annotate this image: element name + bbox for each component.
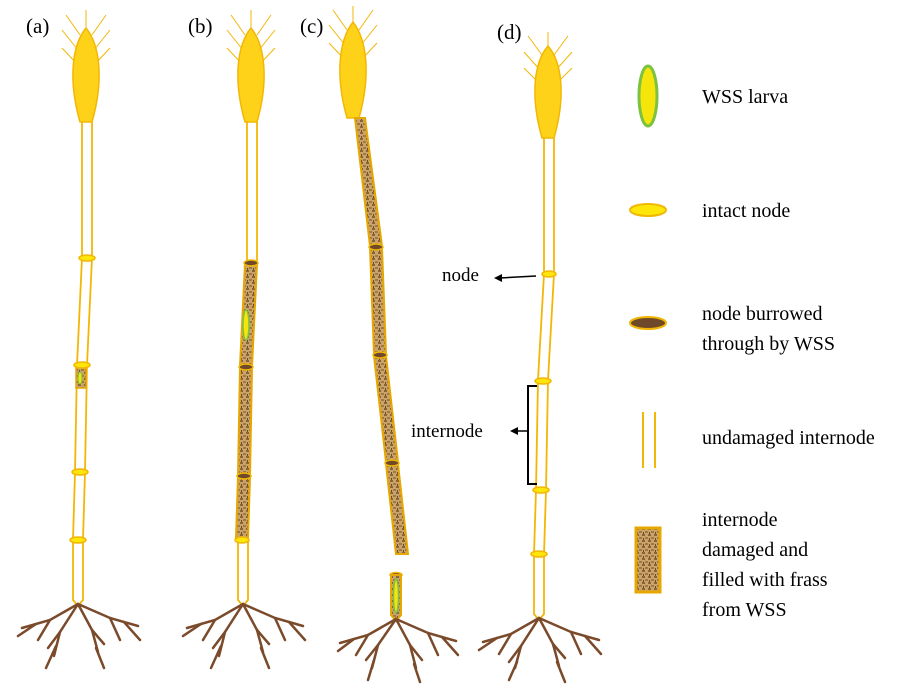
damaged-internodes-c xyxy=(355,118,408,554)
wss-larva-icon xyxy=(394,579,399,613)
wss-larva-icon xyxy=(243,310,249,340)
panel-label-a: (a) xyxy=(26,14,49,38)
roots-d xyxy=(479,618,601,682)
legend-label: WSS larva xyxy=(702,86,788,108)
panel-a: (a) xyxy=(18,10,140,668)
panel-label-d: (d) xyxy=(497,20,522,44)
internode-label: internode xyxy=(411,421,483,442)
panel-c: (c) xyxy=(300,6,458,682)
legend-label-line-1: internode xyxy=(702,509,778,531)
internode-annotation: internode xyxy=(411,386,537,484)
legend: WSS larva intact node node burrowed thro… xyxy=(630,66,875,621)
legend-item-intact-node: intact node xyxy=(630,200,790,222)
wheat-head-c xyxy=(329,6,377,118)
legend-label: intact node xyxy=(702,200,790,222)
legend-label-line-2: damaged and xyxy=(702,539,808,561)
panel-label-b: (b) xyxy=(188,14,213,38)
legend-item-undamaged-internode: undamaged internode xyxy=(643,412,875,468)
damaged-internode-icon xyxy=(636,528,660,592)
node-arrow-line xyxy=(500,276,536,278)
wss-larva-icon xyxy=(78,372,82,384)
wheat-head-d xyxy=(524,32,572,138)
burrowed-node-icon xyxy=(630,317,666,329)
legend-label-line-1: node burrowed xyxy=(702,303,823,325)
stem-stub-c xyxy=(391,575,401,621)
wheat-head-a xyxy=(62,10,110,122)
panel-b: (b) xyxy=(183,10,305,668)
legend-label-line-3: filled with frass xyxy=(702,569,828,591)
legend-label-line-4: from WSS xyxy=(702,599,787,621)
wheat-head-b xyxy=(227,10,275,122)
internode-arrowhead-icon xyxy=(510,427,518,435)
legend-item-wss-larva: WSS larva xyxy=(639,66,788,126)
roots-a xyxy=(18,604,140,668)
undamaged-internode-icon xyxy=(643,412,655,468)
panel-d: (d) xyxy=(411,20,601,682)
damaged-internodes-b xyxy=(236,264,257,538)
legend-item-damaged-internode: internode damaged and filled with frass … xyxy=(636,509,828,621)
intact-node-icon xyxy=(630,204,666,216)
node-annotation: node xyxy=(442,265,536,286)
legend-label-line-2: through by WSS xyxy=(702,333,835,355)
node-arrowhead-icon xyxy=(494,274,502,282)
node-label: node xyxy=(442,265,479,286)
legend-item-burrowed-node: node burrowed through by WSS xyxy=(630,303,835,355)
roots-c xyxy=(338,619,458,682)
roots-b xyxy=(183,604,305,668)
panel-label-c: (c) xyxy=(300,14,323,38)
legend-label: undamaged internode xyxy=(702,427,875,449)
intact-node xyxy=(235,537,249,543)
wss-larva-icon xyxy=(639,66,657,126)
